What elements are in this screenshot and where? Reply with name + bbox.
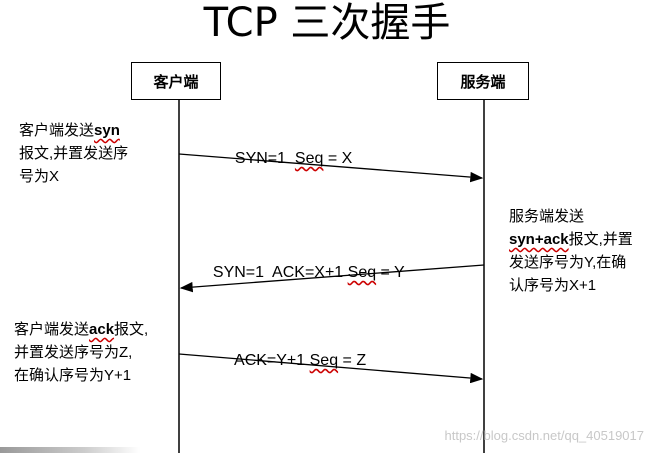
server-actor-box: 服务端 — [437, 62, 529, 100]
arrow-syn-ack — [179, 264, 485, 293]
server-label: 服务端 — [460, 73, 506, 91]
bottom-strip — [0, 447, 140, 453]
note-client-step1: 客户端发送syn 报文,并置发送序 号为X — [19, 122, 129, 185]
diagram-title: TCP 三次握手 — [203, 0, 451, 46]
message-syn-text: SYN=1 — [234, 150, 295, 167]
message-ack-value: = Z — [338, 352, 367, 369]
message-ack-text: ACK=Y+1 — [234, 352, 310, 369]
message-syn-ack-value: = Y — [376, 264, 405, 281]
message-syn-ack-text: SYN=1 ACK=X+1 — [212, 264, 348, 281]
message-syn-ack: SYN=1 ACK=X+1 Seq = Y — [204, 246, 405, 282]
message-ack: ACK=Y+1 Seq = Z — [226, 334, 366, 370]
message-syn-seq: Seq — [294, 150, 324, 167]
client-actor-box: 客户端 — [131, 62, 221, 100]
client-label: 客户端 — [153, 73, 199, 91]
note-server-step2: 服务端发送 syn+ack报文,并置 发送序号为Y,在确 认序号为X+1 — [509, 208, 633, 294]
note-client-step3: 客户端发送ack报文, 并置发送序号为Z, 在确认序号为Y+1 — [14, 321, 149, 384]
message-syn-ack-seq: Seq — [347, 264, 377, 281]
arrow-ack — [178, 353, 484, 384]
message-ack-seq: Seq — [309, 352, 339, 369]
watermark-text: https://blog.csdn.net/qq_40519017 — [444, 428, 645, 443]
arrow-syn — [178, 153, 484, 183]
message-syn-value: = X — [323, 150, 353, 167]
message-syn: SYN=1 Seq = X — [226, 132, 352, 168]
